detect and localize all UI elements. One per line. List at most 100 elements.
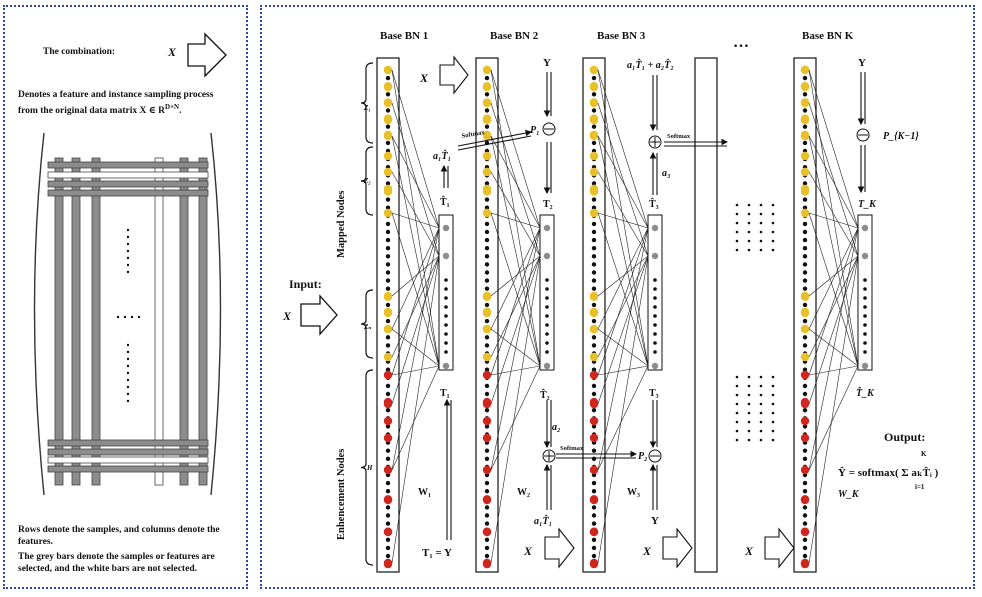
connection-line xyxy=(490,227,541,471)
ellipsis-dot xyxy=(759,384,763,388)
bnk-y: Y xyxy=(858,57,866,69)
output-box xyxy=(857,214,873,371)
black-node xyxy=(484,254,490,259)
ellipsis-dot xyxy=(444,314,448,318)
black-node xyxy=(802,489,808,494)
black-node xyxy=(591,254,597,259)
ellipsis-dot xyxy=(735,420,739,424)
output-box xyxy=(438,214,454,371)
bn3-p2: P₂ xyxy=(638,451,648,462)
bn-title-3: Base BN 3 xyxy=(597,30,646,42)
black-node xyxy=(484,318,490,324)
ellipsis-dot xyxy=(863,287,867,291)
connection-line xyxy=(597,212,649,367)
grey-bar xyxy=(179,157,189,486)
ellipsis-dot xyxy=(863,332,867,336)
enhancement-node xyxy=(800,465,810,475)
sampling-matrix xyxy=(33,132,222,496)
enhancement-node xyxy=(800,399,810,409)
connection-line xyxy=(597,227,649,330)
node-columns xyxy=(376,57,873,573)
mapped-node xyxy=(383,184,393,194)
black-node xyxy=(802,367,808,372)
ellipsis-dot xyxy=(735,230,739,234)
connection-line xyxy=(808,365,859,376)
enhancement-node xyxy=(482,416,492,426)
ellipsis-dot xyxy=(759,239,763,243)
ellipsis-dot xyxy=(126,242,130,246)
circle-minus-icon xyxy=(856,128,870,142)
grey-bar xyxy=(47,439,209,447)
white-bar xyxy=(47,171,209,179)
group-label-z2: Z₂ xyxy=(363,177,371,185)
bn1-x: X xyxy=(419,71,429,85)
black-node xyxy=(484,424,490,429)
input-label: Input: xyxy=(289,277,322,291)
mapped-node xyxy=(482,82,492,92)
ellipsis-dot xyxy=(735,212,739,216)
ellipsis-dot xyxy=(130,315,134,319)
bn2-a1t1: a₁T̂₁ xyxy=(534,514,552,527)
ellipsis-dot xyxy=(863,341,867,345)
grey-bar xyxy=(47,180,209,188)
enhancement-node xyxy=(482,527,492,537)
black-node xyxy=(591,513,597,518)
bn2-y: Y xyxy=(543,57,551,69)
mapped-node xyxy=(589,352,599,362)
ellipsis-dot xyxy=(863,350,867,354)
output-node xyxy=(543,362,551,370)
mapped-node xyxy=(482,208,492,218)
connection-line xyxy=(490,212,541,229)
footnote-line4: selected, and the white bars are not sel… xyxy=(18,564,197,574)
connection-line xyxy=(808,227,859,471)
mapped-node xyxy=(589,208,599,218)
ellipsis-dot xyxy=(863,296,867,300)
black-node xyxy=(385,262,391,267)
connection-line xyxy=(808,255,859,297)
ellipsis-dot xyxy=(759,212,763,216)
black-node xyxy=(385,391,391,397)
mapped-node xyxy=(800,307,810,317)
black-node xyxy=(802,197,808,202)
bnk-x: X xyxy=(744,544,754,558)
connection-line xyxy=(391,102,440,257)
network-panel xyxy=(260,5,975,589)
circle-minus-icon xyxy=(542,122,556,136)
output-node xyxy=(442,252,450,260)
mapped-node xyxy=(800,352,810,362)
ellipsis-dot xyxy=(444,278,448,282)
ellipsis-dot xyxy=(735,438,739,442)
ellipsis-dot xyxy=(126,350,130,354)
bn1-w1: W₁ xyxy=(418,487,431,498)
black-node xyxy=(484,489,490,494)
enhancement-node xyxy=(589,370,599,380)
connection-line xyxy=(597,227,649,471)
connection-line xyxy=(391,171,440,257)
connection-line xyxy=(391,365,440,471)
black-node xyxy=(484,553,490,559)
ellipsis-dot xyxy=(126,263,130,267)
connection-line xyxy=(490,227,541,330)
connection-line xyxy=(391,365,440,376)
ellipsis-dot xyxy=(545,305,549,309)
connection-line xyxy=(597,365,649,471)
ellipsis-dot xyxy=(653,314,657,318)
enhancement-node xyxy=(383,495,393,505)
black-node xyxy=(484,383,490,389)
enhancement-node xyxy=(383,370,393,380)
black-node xyxy=(385,229,391,235)
bn1-t1y: T₁ = Y xyxy=(422,547,452,559)
ellipsis-dot xyxy=(735,203,739,207)
mapped-node xyxy=(589,151,599,161)
black-node xyxy=(802,424,808,429)
ellipsis-dot xyxy=(126,256,130,260)
legend-panel xyxy=(3,5,248,589)
connection-line xyxy=(391,69,440,229)
connection-line xyxy=(808,171,859,257)
mapped-nodes-label: Mapped Nodes xyxy=(336,191,347,258)
bn3-y: Y xyxy=(651,515,659,527)
mapped-node xyxy=(383,291,393,301)
ellipsis-dot xyxy=(747,230,751,234)
ellipsis-dot xyxy=(771,411,775,415)
black-node xyxy=(484,221,490,227)
